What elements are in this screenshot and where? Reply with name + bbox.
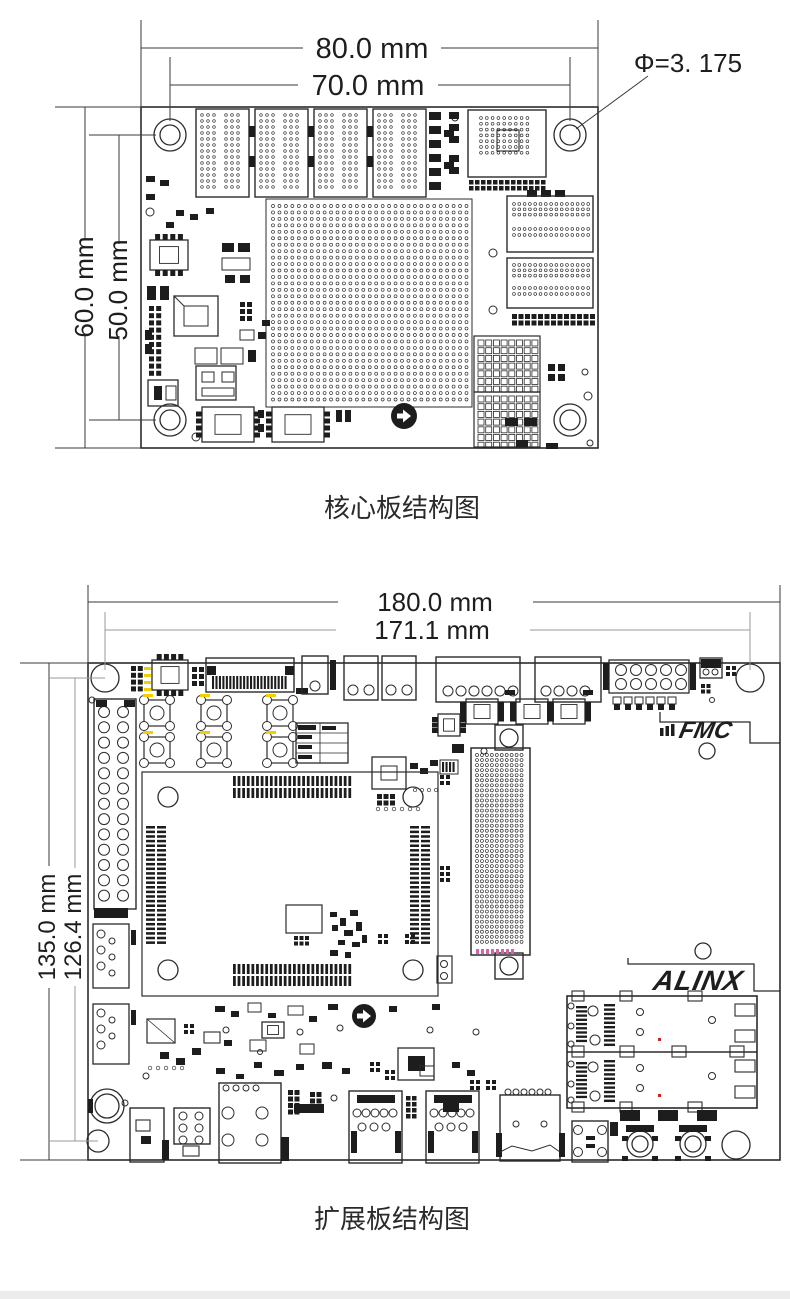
expansion-board-shapes: [20, 585, 781, 1164]
core-dim-height-inner-label: 50.0 mm: [103, 239, 133, 340]
core-board-shapes: [55, 20, 649, 449]
fmc-logo: FMC: [677, 717, 735, 744]
page-bottom-band: [0, 1291, 790, 1299]
expansion-dim-height-outer-label: 135.0 mm: [34, 874, 61, 981]
core-hole-diameter-label: Φ=3. 175: [634, 48, 742, 78]
expansion-dim-width-inner-label: 171.1 mm: [374, 615, 490, 645]
core-board-drawing: 80.0 mm 70.0 mm Φ=3. 175 60.0 mm 50.0 mm…: [55, 20, 742, 523]
core-board-caption: 核心板结构图: [324, 493, 480, 523]
expansion-board-drawing: 180.0 mm 171.1 mm 135.0 mm 126.4 mm FMC …: [20, 585, 781, 1234]
core-dim-height-outer-label: 60.0 mm: [69, 236, 99, 337]
alinx-logo: ALINX: [650, 964, 748, 996]
expansion-dim-width-outer-label: 180.0 mm: [377, 587, 493, 617]
expansion-board-caption: 扩展板结构图: [314, 1204, 470, 1234]
core-dim-width-outer-label: 80.0 mm: [316, 33, 429, 65]
expansion-dim-height-inner-label: 126.4 mm: [60, 874, 87, 981]
core-dim-width-inner-label: 70.0 mm: [312, 70, 425, 102]
